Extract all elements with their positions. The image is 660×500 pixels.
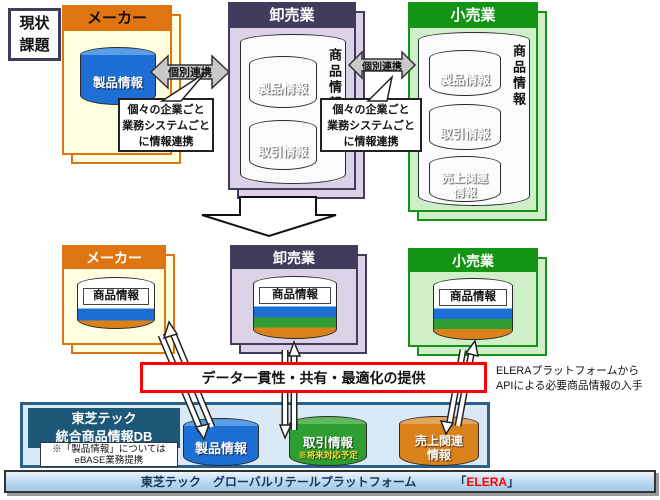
cylinder-label: 製品情報	[439, 73, 490, 87]
api-note: ELERAプラットフォームから APIによる必要商品情報の入手	[496, 364, 660, 394]
callout-line: 業務システムごと	[122, 120, 210, 132]
arrowhead-up-icon	[287, 339, 302, 357]
cylinder-label: 取引情報	[439, 127, 490, 141]
callout-line: 個々の企業ごと	[127, 104, 205, 116]
wholesale-group-bottom: 卸売業 商品情報	[230, 245, 367, 354]
cylinder-label: 商品情報	[259, 287, 331, 304]
callout-line: 業務システムごと	[327, 120, 415, 132]
badge-line2: 課題	[19, 37, 50, 54]
integrated-db-section: 東芝テック 統合商品情報DB ※「製品情報」については eBASE業務提携 製品…	[20, 402, 490, 468]
cylinder-label: 商品情報	[439, 289, 507, 306]
badge-line1: 現状	[19, 15, 50, 32]
db-title-line1: 東芝テック	[71, 411, 137, 426]
cylinder-label: 取引情報	[257, 145, 308, 159]
cylinder-label: 製品情報	[257, 82, 308, 96]
cylinder-label: 取引情報 ※将来対応予定	[289, 430, 367, 466]
maker-group-top: メーカー 製品情報	[62, 5, 181, 164]
maker-panel: メーカー 商品情報	[62, 245, 166, 345]
future-support-note: ※将来対応予定	[298, 450, 358, 460]
callout-tail-icon	[159, 72, 206, 102]
side-label-product-info: 商品情報	[327, 48, 342, 112]
shared-info-cylinder: 製品情報 取引情報 売上関連 情報 商品情報	[418, 32, 530, 206]
merged-info-cylinder: 商品情報	[253, 276, 337, 339]
sales-info-cylinder: 売上関連 情報	[429, 156, 501, 202]
callout-line: に情報連携	[138, 136, 194, 148]
maker-group-bottom: メーカー 商品情報	[62, 245, 175, 354]
merged-info-cylinder: 商品情報	[77, 277, 155, 329]
callout-tail-icon	[366, 74, 394, 102]
api-note-line1: ELERAプラットフォームから	[496, 365, 640, 377]
platform-footer-bar: 東芝テック グローバルリテールプラットフォーム 「ELERA」	[4, 470, 656, 493]
arrowhead-up-icon	[162, 320, 179, 340]
brand-elera: ELERA	[466, 475, 508, 489]
ebase-note-line2: eBASE業務提携	[74, 455, 144, 466]
cylinder-label-line1: 取引情報	[302, 436, 353, 450]
down-arrow-icon	[201, 196, 337, 238]
db-title-line2: 統合商品情報DB	[55, 429, 153, 444]
retail-title: 小売業	[410, 4, 536, 28]
db-sales-info-cylinder: 売上関連 情報	[399, 416, 479, 466]
wholesale-panel: 卸売業 商品情報	[230, 245, 358, 345]
cylinder-label-line1: 売上関連	[442, 173, 488, 185]
product-info-cylinder: 製品情報	[249, 56, 317, 108]
benefit-banner: データ一貫性・共有・最適化の提供	[140, 362, 487, 393]
retail-group-top: 小売業 製品情報 取引情報 売上関連	[408, 2, 547, 221]
maker-panel: メーカー 製品情報	[62, 5, 172, 155]
arrowhead-down-icon	[439, 420, 455, 436]
trade-info-cylinder: 取引情報	[249, 120, 317, 170]
cylinder-label-line2: 情報	[453, 187, 477, 199]
maker-title: メーカー	[64, 247, 164, 269]
cylinder-label: 売上関連 情報	[429, 170, 501, 202]
platform-brand: 「ELERA」	[454, 473, 519, 490]
link-arrow-2: 個別連携	[347, 48, 417, 82]
cylinder-body	[429, 112, 501, 150]
platform-title: 東芝テック グローバルリテールプラットフォーム	[140, 475, 417, 489]
api-note-line2: APIによる必要商品情報の入手	[496, 380, 643, 392]
side-label-product-info: 商品情報	[511, 44, 526, 108]
bracket-open: 「	[454, 475, 467, 489]
ebase-note: ※「製品情報」については eBASE業務提携	[40, 442, 178, 467]
cylinder-body	[429, 164, 501, 202]
arrowhead-up-icon	[464, 339, 479, 358]
retail-panel: 小売業 製品情報 取引情報 売上関連	[408, 2, 538, 212]
trade-info-cylinder: 取引情報	[429, 104, 501, 150]
callout-note-2: 個々の企業ごと 業務システムごと に情報連携	[320, 98, 422, 152]
bracket-close: 」	[507, 475, 520, 489]
cylinder-label: 商品情報	[83, 288, 149, 305]
cylinder-body	[80, 55, 156, 105]
merged-info-cylinder: 商品情報	[433, 278, 513, 340]
cylinder-body	[249, 128, 317, 170]
arrowhead-down-icon	[278, 424, 293, 440]
cylinder-body	[289, 424, 367, 466]
cylinder-body	[183, 426, 259, 466]
db-title: 東芝テック 統合商品情報DB	[28, 408, 180, 448]
db-trade-info-cylinder: 取引情報 ※将来対応予定	[289, 416, 367, 466]
product-info-cylinder: 製品情報	[80, 47, 156, 105]
cylinder-label-line1: 売上関連	[414, 434, 463, 448]
link-arrow-label: 個別連携	[362, 61, 402, 73]
maker-title: メーカー	[64, 7, 170, 31]
cylinder-label: 製品情報	[194, 441, 247, 456]
callout-note-1: 個々の企業ごと 業務システムごと に情報連携	[118, 98, 214, 152]
wholesale-title: 卸売業	[232, 247, 356, 269]
cylinder-body	[429, 58, 501, 96]
callout-line: 個々の企業ごと	[332, 104, 410, 116]
cylinder-label: 売上関連 情報	[399, 430, 479, 466]
cylinder-label: 製品情報	[92, 76, 143, 90]
cylinder-label-line2: 情報	[426, 448, 451, 462]
double-arrow-icon	[149, 54, 231, 90]
wholesale-title: 卸売業	[230, 4, 354, 28]
cylinder-body	[399, 424, 479, 466]
retail-title: 小売業	[410, 250, 536, 272]
double-arrow-icon	[347, 50, 417, 80]
callout-line: に情報連携	[343, 136, 399, 148]
product-info-cylinder: 製品情報	[429, 50, 501, 96]
arrowhead-down-icon	[194, 422, 211, 441]
cylinder-body	[249, 64, 317, 108]
ebase-note-line1: ※「製品情報」については	[52, 444, 166, 455]
current-issues-badge: 現状 課題	[8, 8, 61, 61]
